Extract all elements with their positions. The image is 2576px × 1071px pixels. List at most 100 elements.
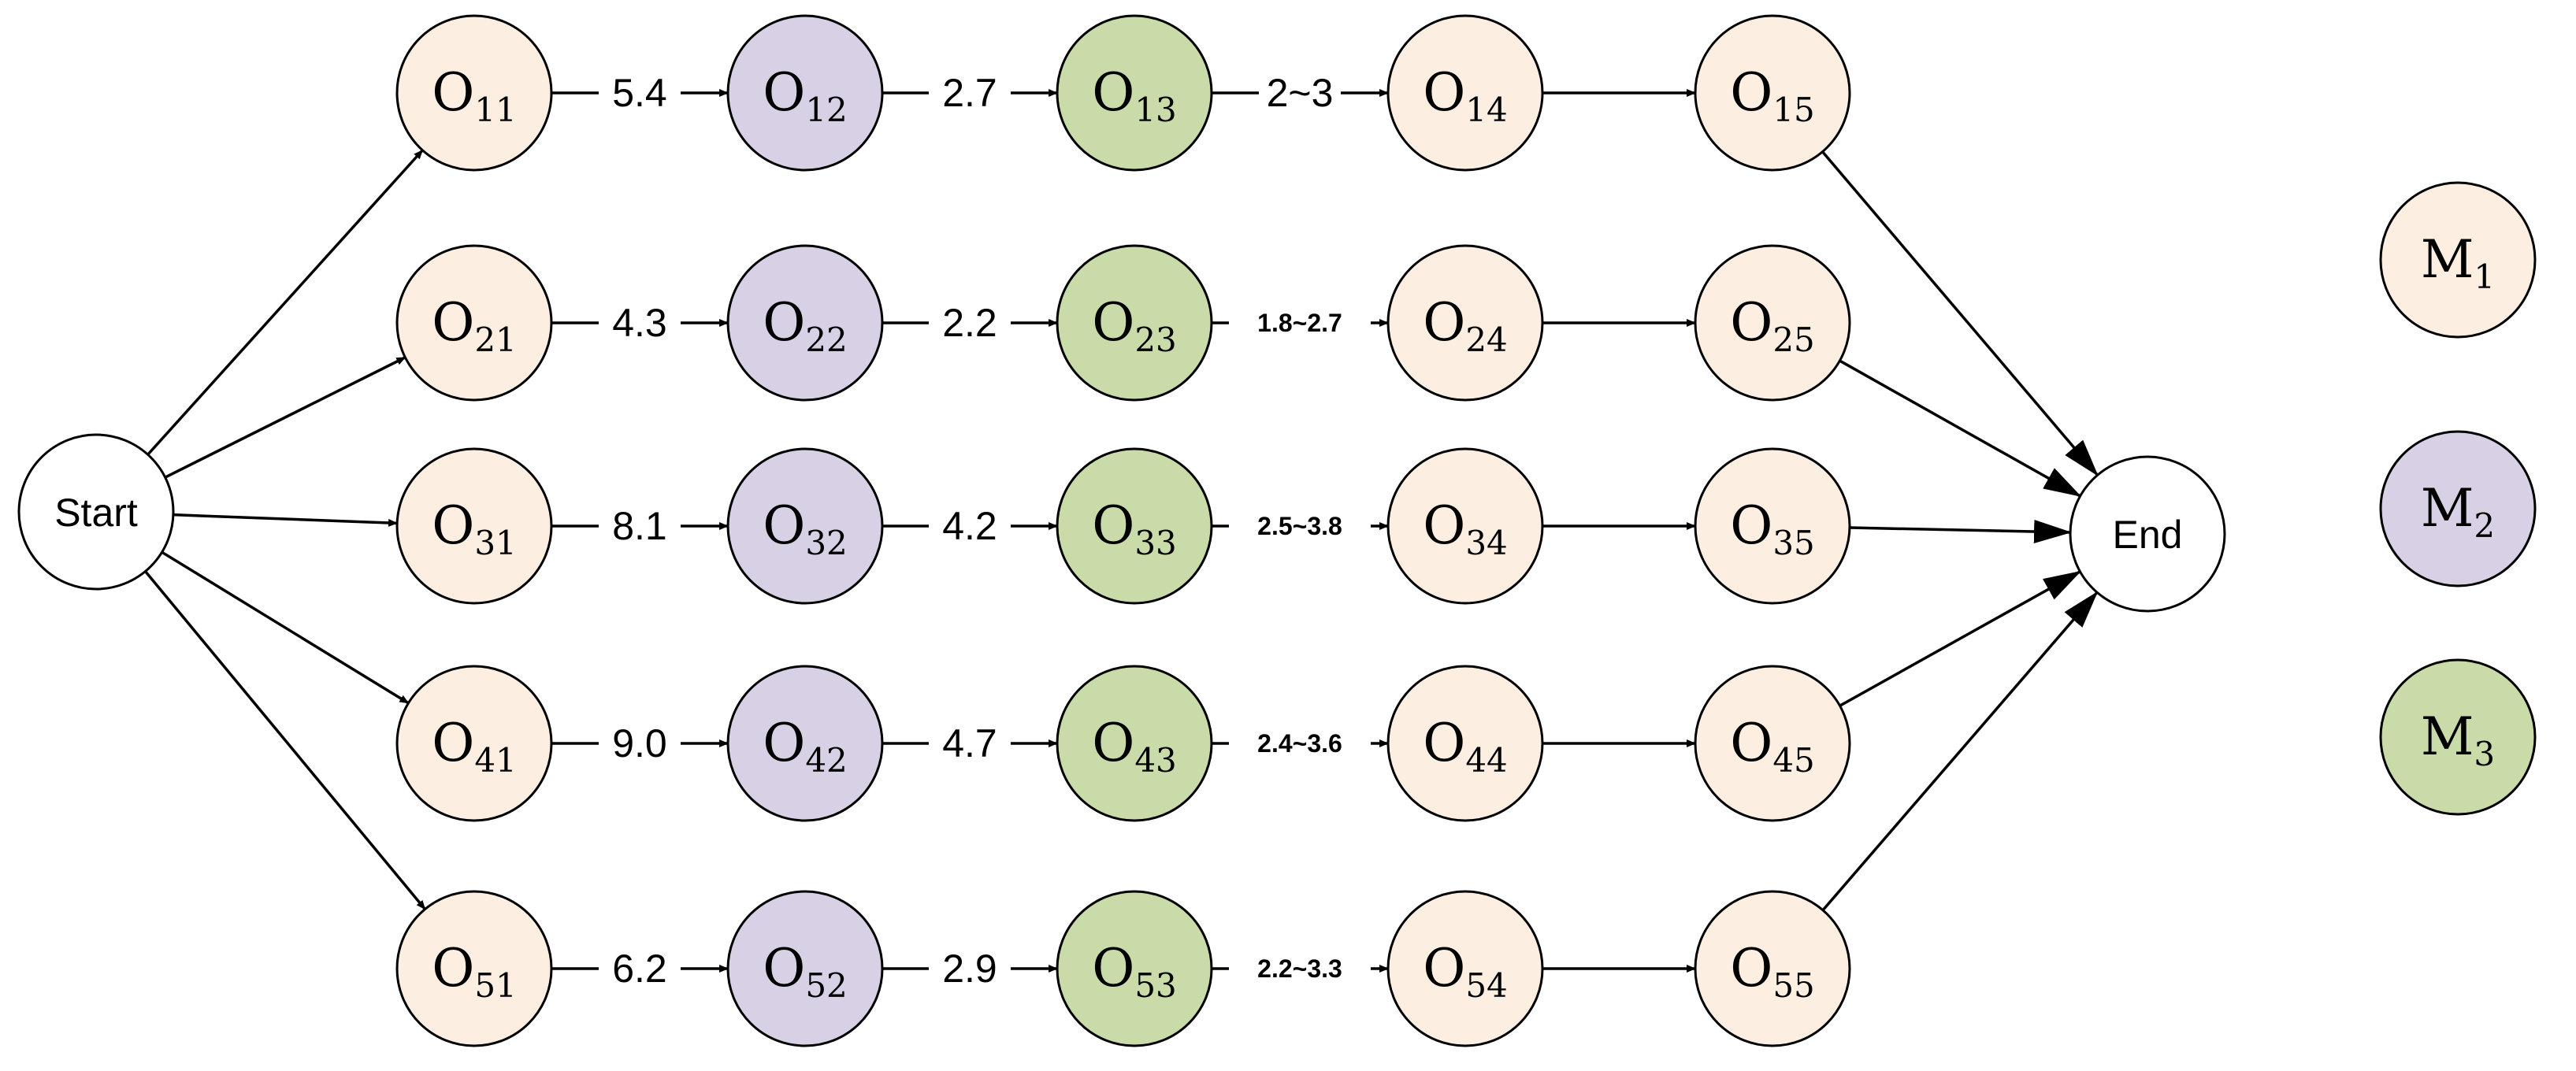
op-node-53-label-base: O — [1092, 938, 1134, 999]
op-node-33: O33 — [1056, 447, 1213, 605]
op-node-53-circle — [1056, 890, 1213, 1047]
legend-machine-2: M2 — [2379, 430, 2537, 587]
edge-label-background — [599, 945, 681, 992]
op-node-13-label-base: O — [1092, 62, 1134, 123]
edge-start-to-o21 — [164, 356, 406, 479]
op-node-31: O31 — [395, 447, 553, 605]
edge-label-background — [599, 720, 681, 767]
edge-label-background — [929, 720, 1011, 767]
edge-label: 2~3 — [1267, 71, 1334, 115]
edge-o35-to-end — [1849, 519, 2073, 543]
op-node-53-label: O53 — [1092, 938, 1177, 1005]
op-node-42-label: O42 — [763, 713, 848, 780]
op-node-42: O42 — [726, 665, 884, 822]
op-node-13: O13 — [1056, 14, 1213, 172]
edge-start-to-o31 — [173, 513, 399, 527]
op-node-12-label-subscript: 12 — [805, 91, 847, 129]
op-node-14-label-base: O — [1423, 62, 1465, 123]
op-node-15-label: O15 — [1730, 62, 1815, 129]
edge-label: 1.8~2.7 — [1257, 309, 1342, 337]
op-node-13-label: O13 — [1092, 62, 1177, 129]
op-node-54-label-base: O — [1423, 938, 1465, 999]
op-node-54-label-subscript: 54 — [1465, 966, 1507, 1005]
op-node-44-label-subscript: 44 — [1465, 741, 1507, 780]
start-node: Start — [17, 433, 175, 591]
op-node-23-label: O23 — [1092, 292, 1177, 359]
edge-o15-to-end — [1821, 150, 2099, 476]
op-node-25-circle — [1694, 244, 1851, 402]
legend-label-subscript: 3 — [2474, 735, 2495, 773]
op-node-12-label-base: O — [763, 62, 805, 123]
op-node-23-label-subscript: 23 — [1134, 321, 1176, 359]
op-node-15-label-subscript: 15 — [1772, 91, 1814, 129]
op-node-44-label-base: O — [1423, 713, 1465, 773]
op-node-33-label-base: O — [1092, 495, 1134, 556]
op-node-45-label-base: O — [1730, 713, 1772, 773]
op-node-55-label-subscript: 55 — [1772, 966, 1814, 1005]
op-node-14: O14 — [1386, 14, 1544, 172]
op-node-33-circle — [1056, 447, 1213, 605]
op-node-52: O52 — [726, 890, 884, 1047]
op-node-15-label-base: O — [1730, 62, 1772, 123]
op-node-31-label: O31 — [432, 495, 517, 562]
op-node-21-label-subscript: 21 — [474, 321, 516, 359]
op-node-33-label-subscript: 33 — [1134, 524, 1176, 562]
op-node-41-circle — [395, 665, 553, 822]
op-node-35: O35 — [1694, 447, 1851, 605]
edge-o25-to-end — [1839, 359, 2082, 498]
op-node-21-label-base: O — [432, 292, 474, 353]
op-node-34-label-subscript: 34 — [1465, 524, 1507, 562]
op-node-44: O44 — [1386, 665, 1544, 822]
legend-label-base: M — [2421, 706, 2474, 767]
legend-label-base: M — [2421, 229, 2474, 290]
legend-machine-1-label: M1 — [2421, 229, 2495, 296]
op-node-41-label-base: O — [432, 713, 474, 773]
edge-start-to-o11 — [147, 149, 424, 456]
op-node-43-circle — [1056, 665, 1213, 822]
op-node-42-circle — [726, 665, 884, 822]
edge-label-background — [929, 945, 1011, 992]
edge-label-background — [929, 69, 1011, 117]
op-node-52-label: O52 — [763, 938, 848, 1005]
op-node-25: O25 — [1694, 244, 1851, 402]
op-node-51-circle — [395, 890, 553, 1047]
legend-label-subscript: 2 — [2474, 506, 2495, 545]
op-node-43-label-subscript: 43 — [1134, 741, 1176, 780]
op-node-41-label: O41 — [432, 713, 517, 780]
op-node-44-circle — [1386, 665, 1544, 822]
edge-label-background — [1229, 720, 1371, 767]
op-node-11-label-base: O — [432, 62, 474, 123]
start-node-circle — [17, 433, 175, 591]
edge-start-to-o41 — [161, 550, 410, 705]
op-node-22-label: O22 — [763, 292, 848, 359]
op-node-55-label: O55 — [1730, 938, 1815, 1005]
op-node-15-circle — [1694, 14, 1851, 172]
legend-label-subscript: 1 — [2474, 258, 2495, 296]
op-node-42-label-subscript: 42 — [805, 741, 847, 780]
op-node-54-label: O54 — [1423, 938, 1508, 1005]
op-node-35-circle — [1694, 447, 1851, 605]
edge-o45-to-end — [1839, 570, 2082, 707]
op-node-12-label: O12 — [763, 62, 848, 129]
op-node-24: O24 — [1386, 244, 1544, 402]
edge-label: 4.7 — [942, 721, 997, 765]
edge-label: 2.4~3.6 — [1257, 729, 1342, 758]
op-node-23-label-base: O — [1092, 292, 1134, 353]
op-node-23-circle — [1056, 244, 1213, 402]
op-node-45-circle — [1694, 665, 1851, 822]
op-node-23: O23 — [1056, 244, 1213, 402]
op-node-22-circle — [726, 244, 884, 402]
edge-label-background — [1259, 69, 1341, 117]
edge-label: 4.2 — [942, 504, 997, 548]
op-node-24-circle — [1386, 244, 1544, 402]
edge-label: 8.1 — [612, 504, 667, 548]
edge-label: 9.0 — [612, 721, 667, 765]
legend-machine-3-label: M3 — [2421, 706, 2495, 773]
op-node-11-label-subscript: 11 — [474, 91, 516, 129]
op-node-43-label: O43 — [1092, 713, 1177, 780]
op-node-35-label-subscript: 35 — [1772, 524, 1814, 562]
op-node-52-label-base: O — [763, 938, 805, 999]
edge-label-background — [929, 299, 1011, 346]
end-node-circle — [2069, 455, 2226, 613]
